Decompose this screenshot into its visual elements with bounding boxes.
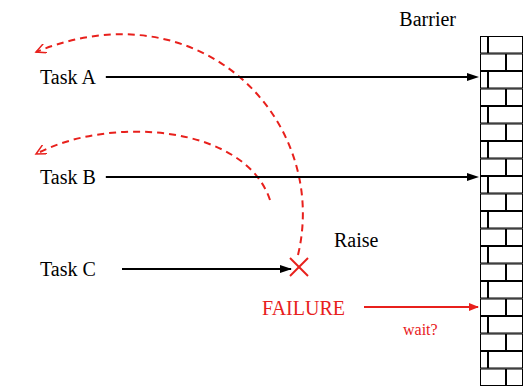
- wait-arrow: [364, 306, 478, 308]
- task-label: Task A: [40, 66, 96, 88]
- task-name: Task A: [40, 66, 96, 88]
- task-arrow: [106, 173, 479, 181]
- wait-label: wait?: [403, 319, 438, 341]
- task-c-arrow: [122, 268, 291, 270]
- brick-wall: [480, 36, 523, 386]
- task-label: Task B: [40, 166, 96, 188]
- barrier-heading: Barrier: [399, 8, 456, 30]
- task-arrow: [106, 73, 479, 81]
- task-label: Task C: [40, 258, 96, 280]
- raise-arc: [36, 132, 270, 200]
- raise-label: Raise: [334, 229, 378, 251]
- raise-arc: [36, 34, 303, 255]
- failure-label: FAILURE: [262, 297, 345, 319]
- task-name: Task C: [40, 258, 96, 280]
- failure-cross: [290, 258, 308, 276]
- task-name: Task B: [40, 166, 96, 188]
- barrier-wall: Barrier: [480, 36, 523, 386]
